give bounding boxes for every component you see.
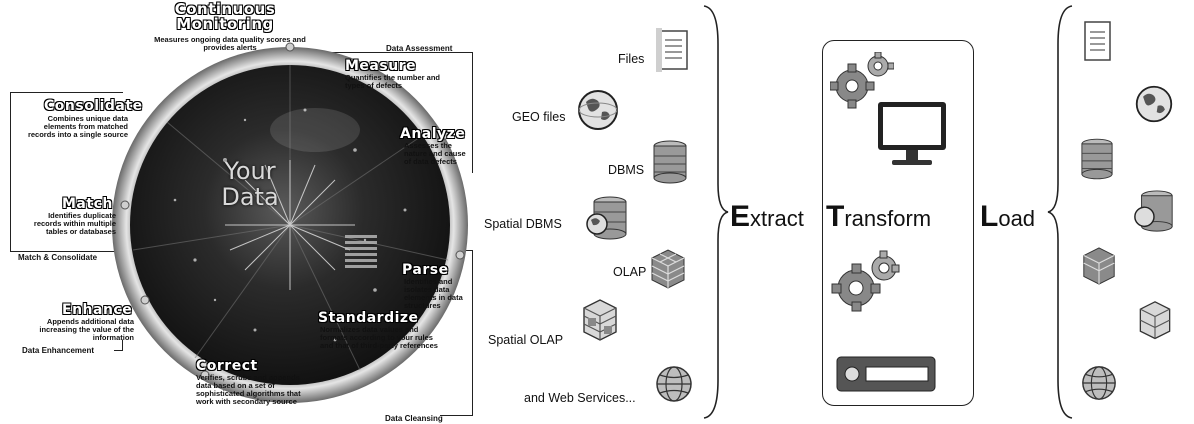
group-label-enhancement: Data Enhancement xyxy=(22,346,95,355)
extract-rest: xtract xyxy=(750,206,804,231)
center-text-line-1: Your xyxy=(224,157,276,185)
gears-icon xyxy=(830,52,894,109)
source-label-spatial-dbms: Spatial DBMS xyxy=(484,217,562,231)
document-icon xyxy=(656,28,688,72)
transform-initial: T xyxy=(826,200,845,233)
data-quality-wheel: Your Data Continuous Monitoring Measures… xyxy=(0,0,480,424)
load-rest: oad xyxy=(998,206,1036,231)
enhance-title: Enhance xyxy=(62,302,133,318)
group-label-assessment: Data Assessment xyxy=(386,44,453,53)
transform-rest: ransform xyxy=(844,206,932,231)
measure-desc: Quantifies the number and types of defec… xyxy=(345,73,441,90)
match-title: Match xyxy=(62,196,113,212)
standardize-title: Standardize xyxy=(318,310,419,326)
source-label-spatial-olap: Spatial OLAP xyxy=(488,333,564,347)
assessment-bracket xyxy=(312,52,473,173)
target-globe-icon xyxy=(1135,85,1173,123)
source-label-geo-files: GEO files xyxy=(512,110,566,124)
load-brace xyxy=(1047,5,1073,419)
source-label-web-services: and Web Services... xyxy=(524,391,636,405)
web-services-globe-icon xyxy=(656,366,692,402)
monitoring-title-line-1: Continuous xyxy=(174,0,276,18)
parse-desc: Identifies and isolates data elements in… xyxy=(404,277,463,310)
source-label-dbms: DBMS xyxy=(608,163,645,177)
gears-icon-lower xyxy=(831,250,900,312)
enhancement-tick xyxy=(114,340,123,351)
spatial-database-icon xyxy=(586,196,627,240)
target-spatial-database-icon xyxy=(1134,190,1173,232)
parse-title: Parse xyxy=(402,262,449,278)
monitor-icon xyxy=(878,102,946,165)
olap-cube-icon xyxy=(651,249,685,289)
analyze-title: Analyze xyxy=(400,126,466,142)
spatial-olap-cube-icon xyxy=(583,299,617,341)
standardize-desc: Normalizes data values and formats accor… xyxy=(320,325,438,350)
globe-icon xyxy=(578,90,618,130)
target-olap-cube-icon xyxy=(1083,247,1115,285)
load-label: Load xyxy=(980,200,1035,234)
target-document-icon xyxy=(1084,21,1111,61)
monitoring-title-line-2: Monitoring xyxy=(176,15,274,33)
correct-desc: Verifies, scrubs and appends data based … xyxy=(196,373,301,406)
extract-label: Extract xyxy=(730,200,804,234)
extract-initial: E xyxy=(730,200,751,233)
load-initial: L xyxy=(980,200,999,233)
target-spatial-olap-cube-icon xyxy=(1139,301,1171,340)
source-label-olap: OLAP xyxy=(613,265,647,279)
etl-diagram: Files GEO files DBMS Spatial DBMS OLAP S… xyxy=(480,0,1194,424)
enhance-desc: Appends additional data increasing the v… xyxy=(39,317,134,342)
monitoring-desc: Measures ongoing data quality scores and… xyxy=(154,35,306,52)
extract-brace xyxy=(703,5,729,419)
monitoring-title: Continuous Monitoring xyxy=(170,2,280,32)
transform-label: Transform xyxy=(826,200,931,234)
measure-title: Measure xyxy=(345,58,417,74)
match-desc: Identifies duplicate records within mult… xyxy=(33,211,116,236)
consolidate-title: Consolidate xyxy=(44,98,143,114)
target-database-icon xyxy=(1081,138,1113,180)
center-text-line-2: Data xyxy=(221,183,279,211)
consolidate-desc: Combines unique data elements from match… xyxy=(27,114,128,139)
consolidate-bracket xyxy=(10,92,123,252)
analyze-desc: Assesses the nature and cause of data de… xyxy=(404,141,466,166)
wheel-graphic xyxy=(112,42,468,403)
server-icon xyxy=(836,356,936,392)
source-label-files: Files xyxy=(618,52,645,66)
group-label-match-consolidate: Match & Consolidate xyxy=(18,253,98,262)
group-label-cleansing: Data Cleansing xyxy=(385,414,443,423)
target-web-services-globe-icon xyxy=(1082,366,1116,400)
wheel-center-text: Your Data xyxy=(200,158,300,210)
database-icon xyxy=(653,140,687,184)
correct-title: Correct xyxy=(196,358,258,374)
